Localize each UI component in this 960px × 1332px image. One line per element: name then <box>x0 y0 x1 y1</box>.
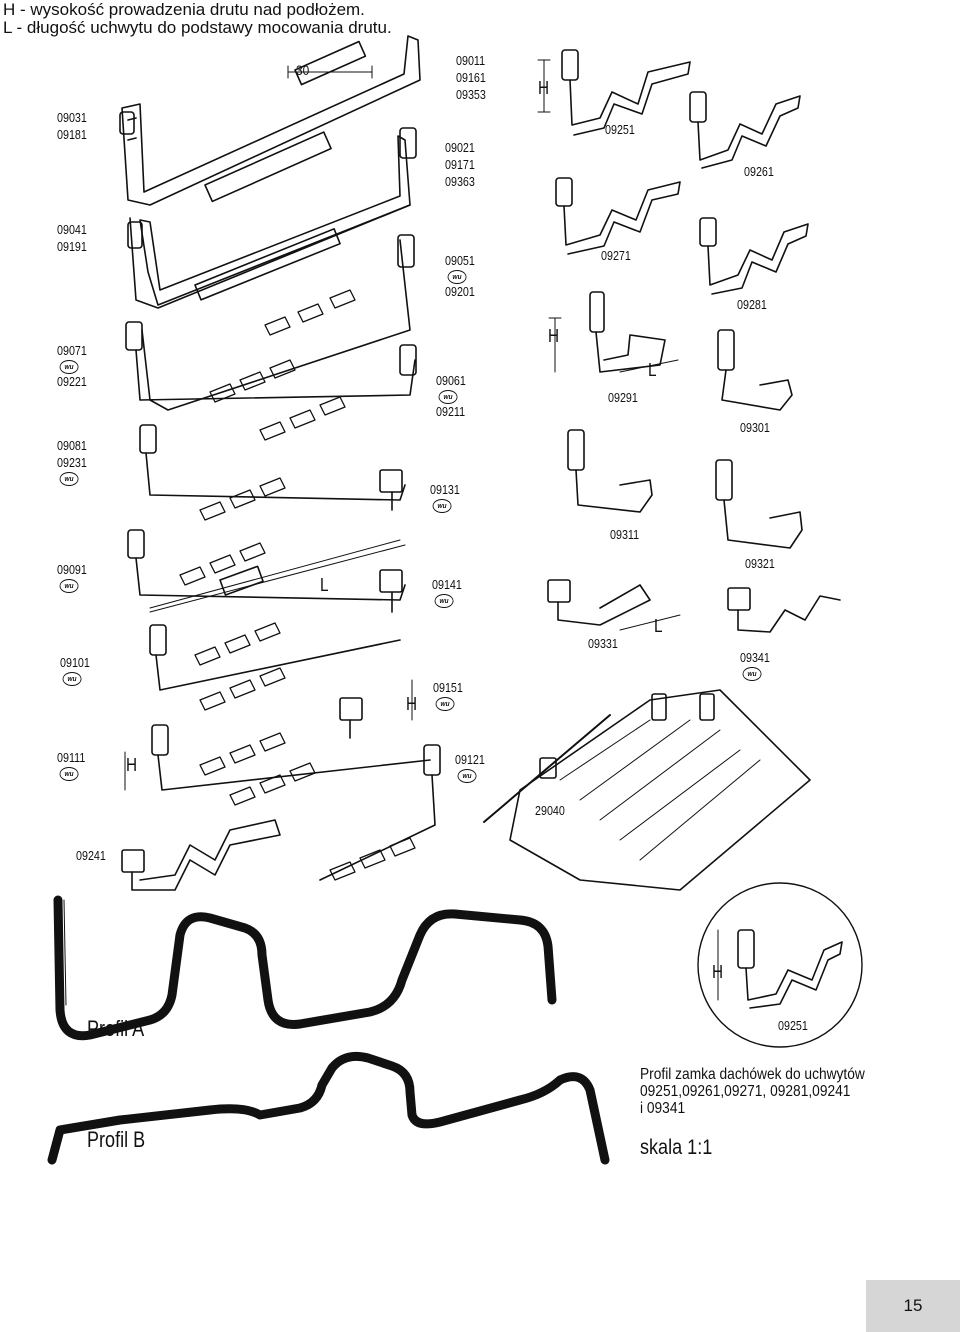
wu-mark: wu <box>59 472 79 486</box>
legend-h: H - wysokość prowadzenia drutu nad podło… <box>3 0 365 19</box>
wu-mark: wu <box>457 769 477 783</box>
bracket-09091 <box>127 529 406 613</box>
wu-mark: wu <box>447 270 467 284</box>
label-29040: 29040 <box>535 804 565 818</box>
wu-mark: wu <box>62 672 82 686</box>
bracket-09241 <box>121 819 281 891</box>
bracket-09111 <box>151 724 441 881</box>
clip-09311 <box>567 429 653 513</box>
dim-30: 30 <box>296 62 310 78</box>
label-09261: 09261 <box>744 165 774 179</box>
page-number: 15 <box>866 1280 960 1332</box>
dim-h-detail: H <box>712 962 724 982</box>
wu-mark: wu <box>742 667 762 681</box>
scale-label: skala 1:1 <box>640 1136 713 1159</box>
label-09321: 09321 <box>745 557 775 571</box>
label-09121: 09121 wu <box>455 752 485 783</box>
wu-mark: wu <box>59 579 79 593</box>
profil-b-label: Profil B <box>87 1127 146 1152</box>
wu-mark: wu <box>59 360 79 374</box>
label-09291: 09291 <box>608 391 638 405</box>
label-09251-detail: 09251 <box>778 1019 808 1033</box>
clip-09331 <box>547 579 651 626</box>
label-09331: 09331 <box>588 637 618 651</box>
bracket-09101 <box>149 622 413 739</box>
bracket-09021 <box>139 127 417 306</box>
dim-h-09111: H <box>126 755 138 775</box>
dim-h-09291: H <box>548 326 560 346</box>
bracket-09071 <box>125 321 417 441</box>
label-09311: 09311 <box>610 528 640 542</box>
label-09241: 09241 <box>76 849 106 863</box>
bracket-09081 <box>139 424 406 521</box>
dim-l-09091: L <box>320 575 329 595</box>
dim-h-top: H <box>538 78 550 98</box>
legend-l: L - długość uchwytu do podstawy mocowani… <box>3 18 392 37</box>
roof-tile <box>483 689 811 891</box>
label-09271: 09271 <box>601 249 631 263</box>
clip-09271 <box>555 177 681 255</box>
wu-mark: wu <box>434 594 454 608</box>
dim-l-09331: L <box>654 616 663 636</box>
clip-09281 <box>699 217 809 295</box>
profil-a-inner <box>63 899 553 1006</box>
clip-09321 <box>715 459 803 549</box>
clip-09301 <box>717 329 793 411</box>
label-09281: 09281 <box>737 298 767 312</box>
detail-clip <box>737 929 843 1009</box>
label-09301: 09301 <box>740 421 770 435</box>
profil-a-label: Profil A <box>87 1016 145 1041</box>
label-09251: 09251 <box>605 123 635 137</box>
wu-mark: wu <box>435 697 455 711</box>
bracket-09031 <box>119 35 421 206</box>
dim-l-09291: L <box>648 360 657 380</box>
dim-h-09151: H <box>406 694 418 714</box>
clip-09341 <box>727 587 841 633</box>
detail-circle <box>697 882 863 1048</box>
clip-09251 <box>561 49 691 136</box>
clip-09261 <box>689 91 801 169</box>
profil-a-curve <box>53 895 557 1041</box>
profile-note: Profil zamka dachówek do uchwytów 09251,… <box>640 1066 865 1117</box>
wu-mark: wu <box>432 499 452 513</box>
wu-mark: wu <box>59 767 79 781</box>
profil-b-curve <box>47 1051 610 1165</box>
wu-mark: wu <box>438 390 458 404</box>
label-09341: 09341 wu <box>740 650 770 681</box>
clip-09291 <box>589 291 666 373</box>
bracket-09041 <box>127 204 415 411</box>
